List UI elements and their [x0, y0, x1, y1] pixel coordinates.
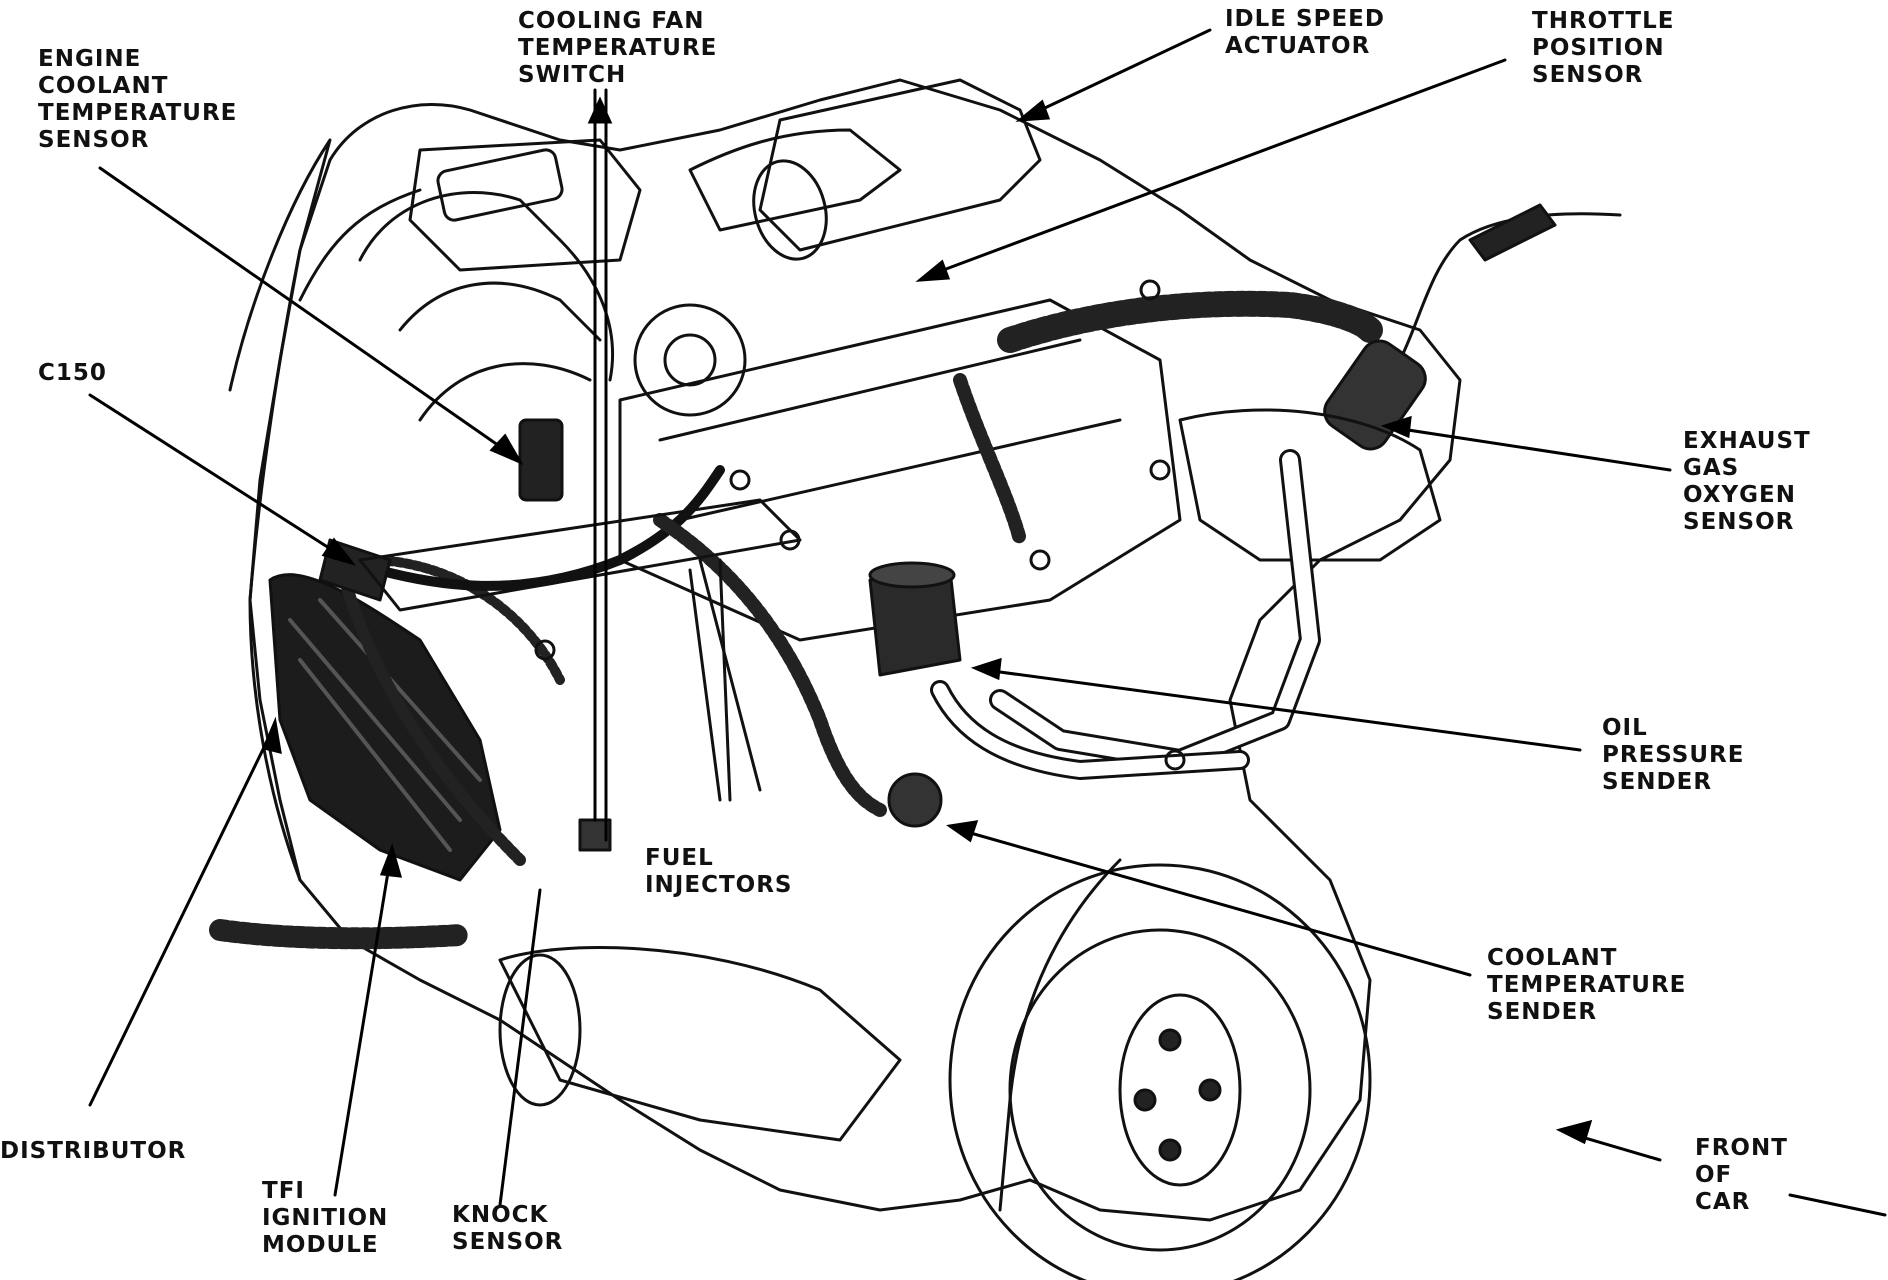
- arrowhead: [946, 820, 979, 843]
- label-idle-speed-actuator: IDLE SPEED ACTUATOR: [1225, 6, 1385, 59]
- leader-throttle-position-sensor: [928, 58, 1507, 277]
- leader-engine-coolant-temperature-sensor: [98, 166, 507, 452]
- spark-plug-wire: [209, 919, 471, 950]
- arrowhead: [261, 716, 282, 755]
- distributor-cap-texture: [288, 598, 482, 852]
- intake-runner: [298, 188, 422, 302]
- arrowhead: [1015, 99, 1051, 122]
- label-exhaust-gas-oxygen-sensor: EXHAUST GAS OXYGEN SENSOR: [1683, 428, 1811, 535]
- label-distributor: DISTRIBUTOR: [0, 1138, 187, 1164]
- engine-block-outline: [248, 78, 1462, 1222]
- fuel-injector-wire: [718, 558, 732, 802]
- oxygen-connector: [1468, 203, 1557, 262]
- starter-end: [498, 953, 582, 1107]
- front-pulley-edge: [998, 858, 1122, 1212]
- bolt: [729, 469, 751, 491]
- leader-idle-speed-actuator: [1028, 28, 1212, 117]
- leader-coolant-temperature-sender: [958, 828, 1472, 977]
- bolt: [1139, 279, 1161, 301]
- intake-plenum: [408, 138, 642, 272]
- balancer-bolt: [1158, 1028, 1182, 1052]
- plenum-badge: [436, 148, 564, 222]
- label-oil-pressure-sender: OIL PRESSURE SENDER: [1602, 715, 1745, 795]
- egr-valve: [633, 303, 747, 417]
- label-fuel-injectors: FUEL INJECTORS: [645, 845, 793, 898]
- exhaust-manifold: [1178, 408, 1442, 562]
- arrowhead: [1380, 415, 1412, 439]
- injector-harness: [953, 373, 1027, 547]
- leader-tfi-ignition-module: [333, 858, 392, 1197]
- fuel-injector-wire: [688, 568, 722, 802]
- leader-exhaust-gas-oxygen-sensor: [1393, 426, 1672, 472]
- intake-runner: [358, 191, 615, 382]
- oil-pressure-sender-cap: [868, 561, 956, 589]
- balancer-bolt: [1158, 1138, 1182, 1162]
- throttle-body: [758, 78, 1042, 252]
- leader-oil-pressure-sender: [983, 668, 1582, 752]
- label-throttle-position-sensor: THROTTLE POSITION SENSOR: [1532, 8, 1675, 88]
- oxygen-sensor-body: [1323, 339, 1427, 451]
- label-coolant-temperature-sender: COOLANT TEMPERATURE SENDER: [1487, 945, 1687, 1025]
- arrowhead: [915, 259, 951, 282]
- coolant-temperature-sender: [887, 772, 943, 828]
- distributor-body: [268, 573, 502, 882]
- leader-c150: [88, 393, 342, 557]
- bolt: [1149, 459, 1171, 481]
- injector-harness: [325, 465, 725, 591]
- bolt: [534, 639, 556, 661]
- air-tube: [688, 128, 902, 232]
- coolant-tube: [989, 449, 1321, 771]
- coolant-tube-inner: [992, 452, 1318, 768]
- intake-runner: [418, 362, 592, 422]
- starter-motor: [498, 946, 902, 1142]
- bolt: [1029, 549, 1051, 571]
- valve-cover-rib: [678, 418, 1122, 522]
- valve-cover-rib: [658, 338, 1082, 442]
- bolt: [1164, 749, 1186, 771]
- label-knock-sensor: KNOCK SENSOR: [452, 1202, 564, 1255]
- balancer-hub: [1118, 993, 1242, 1187]
- intake-runner: [398, 281, 602, 342]
- leader-distributor: [88, 733, 272, 1107]
- timing-cover: [228, 138, 332, 882]
- leader-front-of-car: [1788, 1193, 1887, 1217]
- label-engine-coolant-temperature-sensor: ENGINE COOLANT TEMPERATURE SENSOR: [38, 46, 238, 153]
- valve-cover: [618, 298, 1182, 642]
- oxygen-harness: [997, 290, 1383, 353]
- arrowhead: [489, 433, 524, 466]
- arrowhead: [970, 657, 1002, 681]
- balancer-bolt: [1133, 1088, 1157, 1112]
- arrowhead: [379, 843, 403, 878]
- fuel-injector-wire: [698, 558, 762, 792]
- arrowhead: [321, 537, 357, 566]
- leader-knock-sensor: [498, 888, 542, 1207]
- bolt: [779, 529, 801, 551]
- oxygen-wire: [1398, 212, 1622, 362]
- injector-harness: [653, 513, 887, 817]
- heater-hose-inner: [933, 683, 1247, 777]
- fuel-rail: [358, 498, 802, 612]
- arrowhead: [1555, 1119, 1593, 1145]
- arrowhead: [587, 96, 613, 124]
- harmonic-balancer: [948, 863, 1372, 1280]
- label-front-of-car: FRONT OF CAR: [1695, 1135, 1788, 1215]
- label-tfi-ignition-module: TFI IGNITION MODULE: [262, 1178, 389, 1258]
- spark-plug-wire: [334, 554, 526, 866]
- label-cooling-fan-temperature-switch: COOLING FAN TEMPERATURE SWITCH: [518, 8, 718, 88]
- label-c150: C150: [38, 360, 107, 386]
- egr-valve-center: [663, 333, 717, 387]
- balancer-bolt: [1198, 1078, 1222, 1102]
- ect-sensor-connector: [518, 418, 564, 502]
- throttle-body-end: [752, 159, 828, 261]
